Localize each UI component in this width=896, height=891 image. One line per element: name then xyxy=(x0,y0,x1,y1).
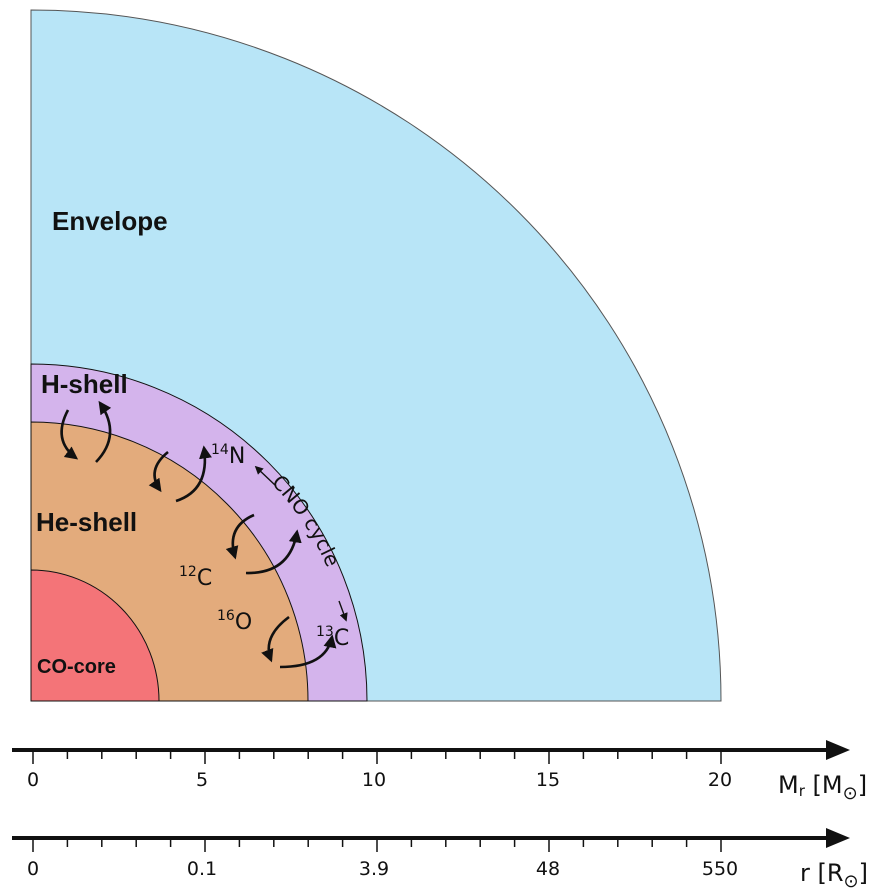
isotope-n14-symbol: N xyxy=(229,444,245,469)
he-shell-label: He-shell xyxy=(36,507,137,537)
mass-tick-0: 0 xyxy=(27,769,39,791)
mass-axis-arrowhead xyxy=(826,740,850,760)
isotope-n14-mass: 14 xyxy=(211,442,229,458)
mass-tick-15: 15 xyxy=(536,769,560,791)
radius-axis-arrowhead xyxy=(826,828,850,848)
isotope-c13-mass: 13 xyxy=(316,624,334,640)
mass-axis-label-main: M xyxy=(778,771,799,799)
h-shell-label: H-shell xyxy=(41,369,128,399)
radius-tick-48: 48 xyxy=(536,858,560,880)
isotope-c12-symbol: C xyxy=(197,566,212,591)
isotope-o16-symbol: O xyxy=(235,610,252,635)
radius-axis-ticks xyxy=(32,840,722,852)
mass-tick-10: 10 xyxy=(362,769,386,791)
isotope-c13-symbol: C xyxy=(334,626,349,651)
radius-axis: 0 0.1 3.9 48 550 r [R⊙] xyxy=(12,828,868,891)
radius-tick-550: 550 xyxy=(702,858,738,880)
envelope-label: Envelope xyxy=(52,206,168,236)
isotope-n14: 14N xyxy=(211,442,245,469)
mass-axis-label-sub: r xyxy=(799,782,806,800)
isotope-c12: 12C xyxy=(179,564,212,591)
co-core-region xyxy=(30,569,160,702)
radius-tick-0.1: 0.1 xyxy=(187,858,217,880)
isotope-o16-mass: 16 xyxy=(217,608,235,624)
radius-axis-label: r [R⊙] xyxy=(800,859,868,891)
radius-tick-0: 0 xyxy=(27,858,39,880)
radius-axis-label-close: ] xyxy=(859,859,868,887)
radius-axis-label-main: r [R xyxy=(800,859,844,887)
mixing-arrows xyxy=(60,400,337,669)
mass-tick-20: 20 xyxy=(708,769,732,791)
mass-axis-label-sun: ⊙ xyxy=(843,783,858,804)
radius-tick-3.9: 3.9 xyxy=(359,858,389,880)
isotope-o16: 16O xyxy=(217,608,252,635)
isotope-c13: 13C xyxy=(316,624,349,651)
co-core-label: CO-core xyxy=(37,656,116,678)
mass-axis: 0 5 10 15 20 Mr [M⊙] xyxy=(12,740,867,804)
mass-axis-label: Mr [M⊙] xyxy=(778,771,867,804)
mass-axis-label-unit: [M xyxy=(805,771,843,799)
mass-axis-ticks xyxy=(32,752,722,764)
isotope-c12-mass: 12 xyxy=(179,564,197,580)
radius-axis-label-sun: ⊙ xyxy=(844,871,859,891)
mass-axis-label-close: ] xyxy=(858,771,867,799)
cno-cycle-arrows xyxy=(254,465,348,622)
mass-tick-5: 5 xyxy=(196,769,208,791)
